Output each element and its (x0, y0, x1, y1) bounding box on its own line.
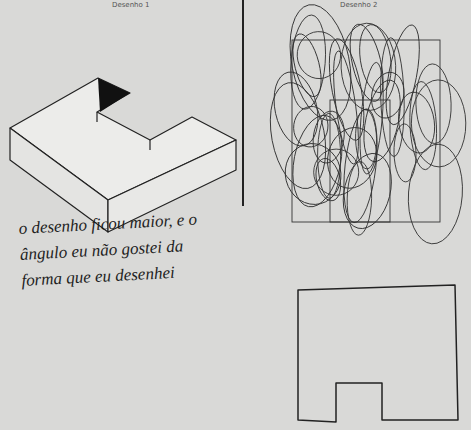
scribble-loop (286, 111, 350, 211)
scribble-loop (393, 124, 417, 183)
handwritten-note: o desenho ficou maior, e o ângulo eu não… (18, 206, 212, 294)
scribble-loop (287, 14, 328, 111)
scribble-loop (355, 22, 395, 94)
u-shape-view (298, 285, 458, 422)
scribble-loop (296, 31, 342, 80)
scribble-loop (344, 21, 390, 104)
drawing-heading: Desenho 2 (340, 1, 378, 9)
scribble-loop (380, 22, 426, 127)
scribble-loop (405, 142, 466, 245)
scribble-loop (279, 138, 348, 211)
scribble-loop (287, 31, 326, 99)
scribble-loop (291, 104, 330, 149)
drawing-heading: Desenho 1 (112, 1, 150, 9)
scribble-loop (411, 79, 467, 167)
isometric-block (10, 78, 236, 232)
scribble-loop (329, 50, 364, 166)
divider-line (242, 0, 244, 206)
scribble-loop (262, 78, 333, 193)
scribble-loop (336, 148, 399, 233)
black-triangle (98, 78, 130, 112)
scribble-loop (281, 0, 361, 126)
scribble-drawing (262, 0, 466, 246)
scribble-loop (415, 63, 453, 144)
scribble-loop (323, 36, 371, 143)
scribble-loop (312, 156, 344, 203)
